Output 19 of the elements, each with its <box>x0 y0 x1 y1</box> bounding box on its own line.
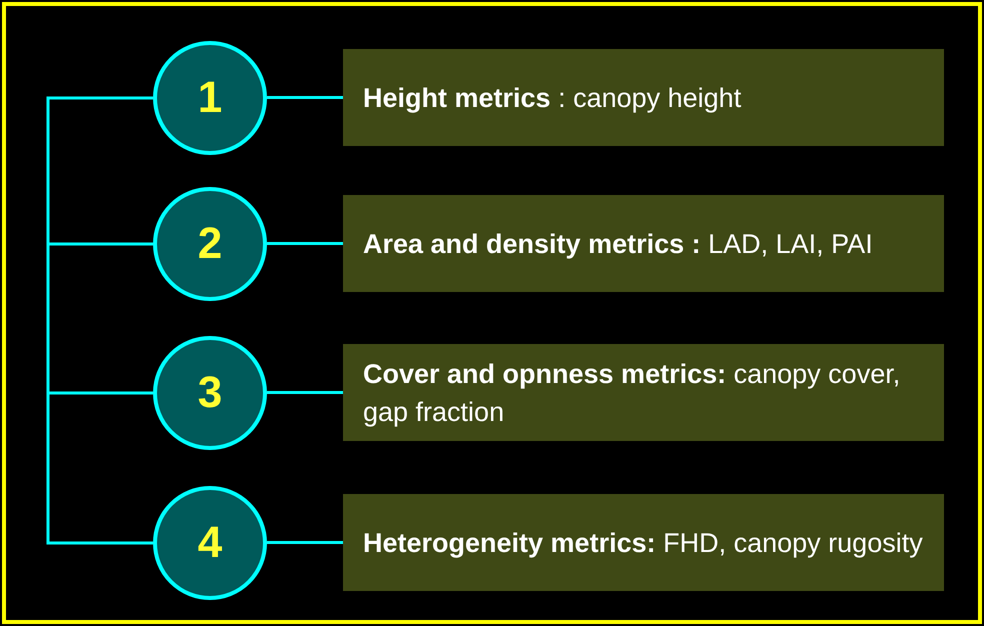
metric-description: Heterogeneity metrics: FHD, canopy rugosity <box>363 526 923 560</box>
text-box <box>343 494 944 591</box>
text-box <box>343 49 944 146</box>
connector-line <box>46 96 153 246</box>
step-number: 4 <box>198 518 222 568</box>
step-number: 3 <box>198 368 222 418</box>
connector-line <box>267 96 343 99</box>
connector-line <box>267 391 343 394</box>
connector-line <box>46 242 153 394</box>
connector-line <box>46 392 153 544</box>
text-box <box>343 344 944 441</box>
text-box <box>343 195 944 292</box>
connector-line <box>267 541 343 544</box>
metric-description: Cover and opnness metrics: canopy cover, gap fraction <box>363 358 902 429</box>
step-number: 1 <box>198 73 222 123</box>
metric-description: Area and density metrics : LAD, LAI, PAI <box>363 228 873 261</box>
metric-description: Height metrics : canopy height <box>363 82 742 115</box>
step-number: 2 <box>198 219 222 269</box>
connector-line <box>267 242 343 245</box>
